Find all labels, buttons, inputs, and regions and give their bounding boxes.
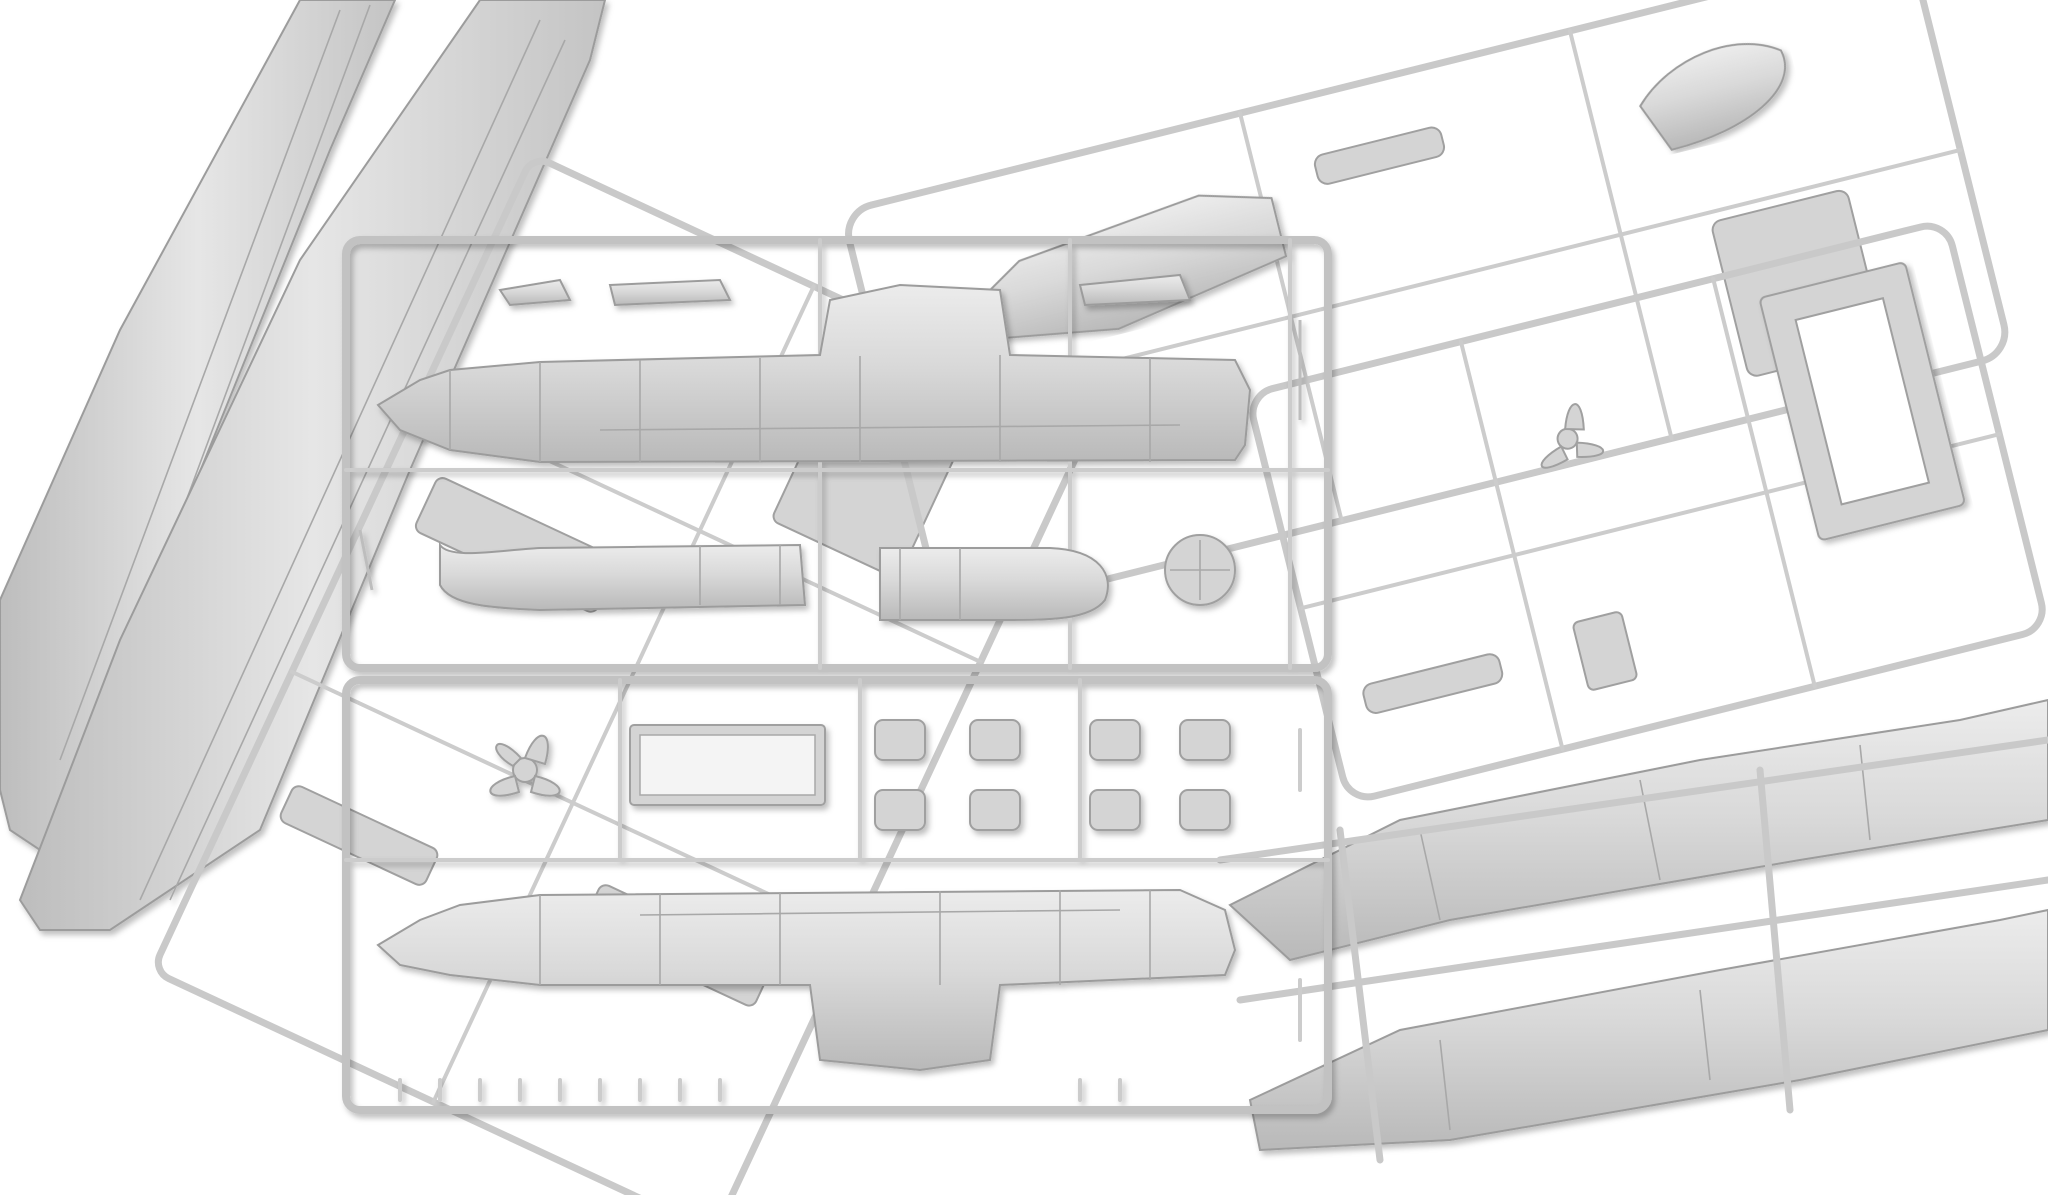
submarine-hull-half-icon — [376, 283, 1252, 464]
propeller-icon — [489, 734, 561, 797]
bottom-right-sprue-frame — [1216, 736, 2048, 1164]
left-hull-halves — [0, 0, 607, 931]
center-sprue-lower — [342, 676, 1332, 1114]
center-sprue-upper — [342, 236, 1332, 672]
propeller-icon — [1540, 403, 1605, 469]
small-part-cluster — [874, 719, 1231, 831]
submarine-hull-half-icon — [376, 888, 1237, 1072]
right-middle-sprue — [1249, 222, 2046, 801]
bottom-right-hulls — [1228, 698, 2048, 1152]
